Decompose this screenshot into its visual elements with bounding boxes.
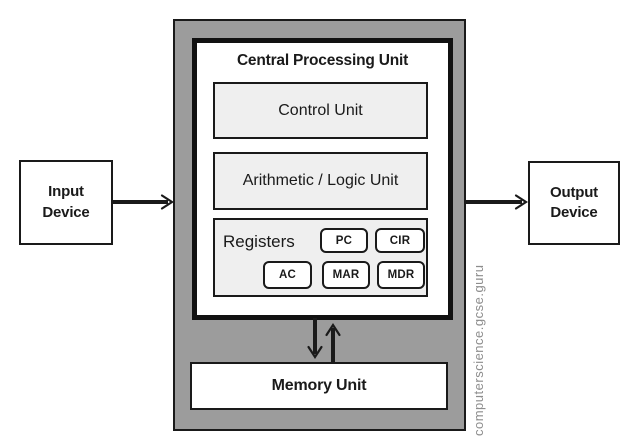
alu-label: Arithmetic / Logic Unit	[242, 172, 399, 189]
input-device-box: Input Device	[19, 160, 113, 245]
output-device-label-line2: Device	[550, 204, 598, 221]
cpu-to-output-arrow	[465, 194, 529, 210]
cpu-box: Central Processing Unit Control Unit Ari…	[192, 38, 453, 320]
cpu-title: Central Processing Unit	[236, 52, 409, 69]
registers-box: Registers PC CIR AC MAR MDR	[213, 218, 428, 297]
control-unit-box: Control Unit	[213, 82, 428, 139]
input-device-label-line1: Input	[48, 183, 84, 201]
memory-unit-box: Memory Unit	[190, 362, 448, 410]
register-chip-mar: MAR	[322, 261, 370, 289]
output-device-label-line1: Output	[550, 183, 598, 201]
register-chip-pc: PC	[320, 228, 368, 253]
watermark: computerscience.gcse.guru	[471, 264, 486, 436]
register-chip-mdr: MDR	[377, 261, 425, 289]
input-to-cpu-arrow	[112, 194, 175, 210]
register-chip-ac: AC	[263, 261, 312, 289]
system-container: Central Processing Unit Control Unit Ari…	[173, 19, 466, 431]
register-chip-cir: CIR	[375, 228, 425, 253]
output-device-box: Output Device	[528, 161, 620, 245]
memory-to-cpu-arrow	[325, 322, 341, 366]
control-unit-label: Control Unit	[278, 101, 363, 119]
memory-unit-label: Memory Unit	[271, 377, 367, 394]
cpu-memory-arrows	[307, 318, 341, 366]
input-device-label-line2: Device	[42, 203, 90, 221]
cpu-to-memory-arrow	[307, 318, 323, 360]
registers-label: Registers	[223, 232, 295, 251]
alu-box: Arithmetic / Logic Unit	[213, 152, 428, 210]
